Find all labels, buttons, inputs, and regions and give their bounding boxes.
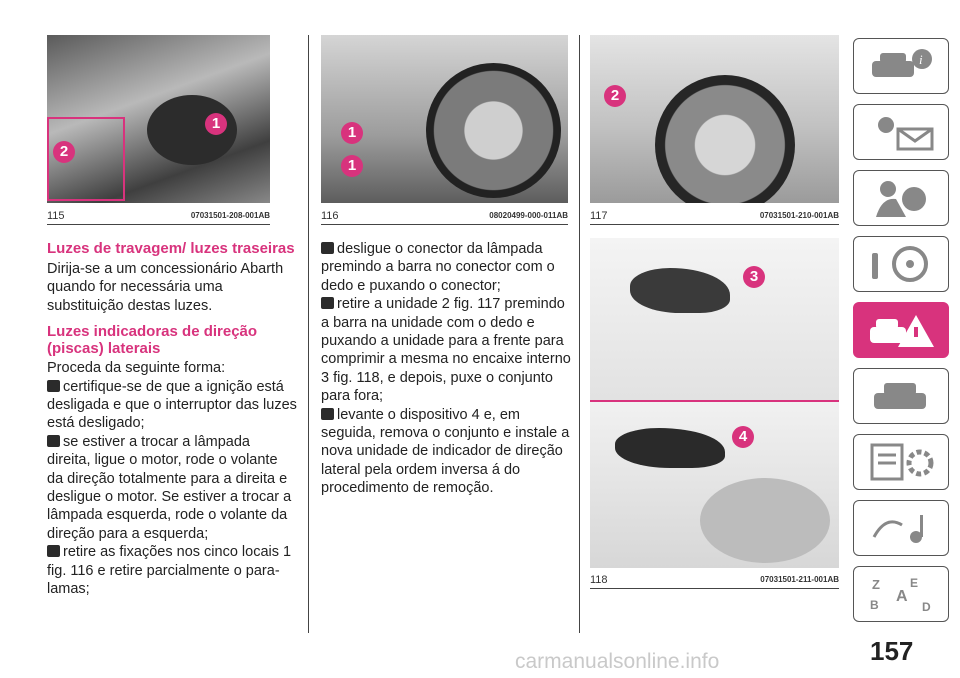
paragraph-intro: Proceda da seguinte forma: (47, 360, 226, 377)
svg-text:i: i (919, 52, 923, 67)
step-bullet-icon (47, 434, 60, 447)
figure-115-number: 115 (47, 210, 65, 222)
figure-118-code: 07031501-211-001AB (760, 575, 839, 584)
heading-brake-lights: Luzes de travagem/ luzes traseiras (47, 240, 295, 257)
col2-step-2-text: retire a unidade 2 fig. 117 premindo a b… (321, 296, 571, 405)
figure-115-caption: 115 07031501-208-001AB (47, 210, 270, 224)
col1-step-2-text: se estiver a trocar a lâmpada direita, l… (47, 433, 292, 542)
figure-118-top-panel (590, 238, 839, 400)
col1-step-1: certifique-se de que a ignição está desl… (47, 378, 297, 433)
figure-117-callout-2: 2 (604, 85, 626, 107)
col2-step-3-text: levante o dispositivo 4 e, em seguida, r… (321, 406, 570, 497)
text-column-1: Luzes de travagem/ luzes traseiras Dirij… (47, 240, 297, 599)
figure-115-photo: 1 2 (47, 35, 270, 203)
figure-118-lamp-top (630, 268, 730, 313)
car-maintenance-icon (874, 383, 926, 409)
svg-text:E: E (910, 576, 918, 590)
figure-117-number: 117 (590, 210, 608, 222)
step-bullet-icon (321, 242, 334, 254)
column-divider-2 (579, 35, 580, 633)
steering-wheel-icon (872, 246, 928, 282)
multimedia-icon (872, 515, 923, 543)
sidebar-tab-emergency[interactable] (853, 302, 949, 358)
figure-118-number: 118 (590, 574, 608, 586)
col2-step-2: retire a unidade 2 fig. 117 premindo a b… (321, 295, 571, 405)
svg-text:B: B (870, 598, 879, 612)
step-bullet-icon (321, 297, 334, 310)
step-bullet-icon (47, 379, 60, 392)
col1-step-3: retire as fixações nos cinco locais 1 fi… (47, 543, 297, 598)
watermark: carmanualsonline.info (515, 650, 720, 673)
car-info-icon: i (872, 49, 932, 77)
figure-116-rule (321, 224, 568, 225)
col2-step-1: desligue o conector da lâmpada premindo … (321, 240, 571, 295)
svg-text:Z: Z (872, 577, 880, 592)
text-column-2: desligue o conector da lâmpada premindo … (321, 240, 571, 498)
col2-step-3: levante o dispositivo 4 e, em seguida, r… (321, 406, 571, 498)
figure-116-callout-1a: 1 (341, 122, 363, 144)
figure-116-wheel (426, 63, 561, 198)
step-bullet-icon (47, 545, 60, 558)
figure-118-photo: 3 4 (590, 238, 839, 568)
sidebar-tab-multimedia[interactable] (853, 500, 949, 556)
figure-117-code: 07031501-210-001AB (759, 211, 839, 220)
figure-118-callout-4: 4 (732, 426, 754, 448)
col1-step-2: se estiver a trocar a lâmpada direita, l… (47, 433, 297, 543)
col1-step-3-text: retire as fixações nos cinco locais 1 fi… (47, 544, 292, 598)
figure-115-callout-1: 1 (205, 113, 227, 135)
figure-118-rule (590, 588, 839, 589)
figure-116-caption: 116 08020499-000-011AB (321, 210, 568, 224)
figure-117-rule (590, 224, 839, 225)
figure-118-hand (700, 478, 830, 563)
sidebar-tab-driving[interactable] (853, 236, 949, 292)
col1-step-1-text: certifique-se de que a ignição está desl… (47, 378, 297, 432)
column-divider-1 (308, 35, 309, 633)
paragraph-brake-lights: Dirija-se a um concessionário Abarth qua… (47, 261, 284, 314)
figure-118-callout-3: 3 (743, 266, 765, 288)
warning-lights-icon (878, 117, 934, 151)
figure-118-lamp-bottom (615, 428, 725, 468)
figure-116-number: 116 (321, 210, 339, 222)
figure-117-photo: 2 (590, 35, 839, 203)
sidebar-tab-car-info[interactable]: i (853, 38, 949, 94)
heading-side-indicators: Luzes indicadoras de direção (piscas) la… (47, 323, 258, 358)
figure-115-code: 07031501-208-001AB (190, 211, 270, 220)
svg-text:A: A (896, 588, 908, 605)
figure-118-divider (590, 400, 839, 402)
figure-116-code: 08020499-000-011AB (489, 211, 568, 220)
figure-115-rule (47, 224, 270, 225)
figure-115-callout-2: 2 (53, 141, 75, 163)
figure-117-wheel (655, 75, 795, 203)
col2-step-1-text: desligue o conector da lâmpada premindo … (321, 241, 555, 294)
sidebar-tab-warning-lights[interactable] (853, 104, 949, 160)
figure-115-highlight-box (47, 117, 125, 201)
sidebar-tab-technical-data[interactable] (853, 434, 949, 490)
svg-text:D: D (922, 600, 931, 614)
page-number: 157 (870, 636, 914, 666)
sidebar-tab-maintenance[interactable] (853, 368, 949, 424)
step-bullet-icon (321, 407, 334, 420)
figure-118-caption: 118 07031501-211-001AB (590, 574, 839, 588)
figure-116-callout-1b: 1 (341, 155, 363, 177)
sidebar-tab-safety[interactable] (853, 170, 949, 226)
figure-117-caption: 117 07031501-210-001AB (590, 210, 839, 224)
index-letters-icon: Z EA B D (870, 576, 931, 614)
emergency-icon (870, 315, 934, 347)
airbag-safety-icon (876, 181, 926, 217)
settings-list-icon (870, 443, 934, 481)
figure-116-photo: 1 1 (321, 35, 568, 203)
